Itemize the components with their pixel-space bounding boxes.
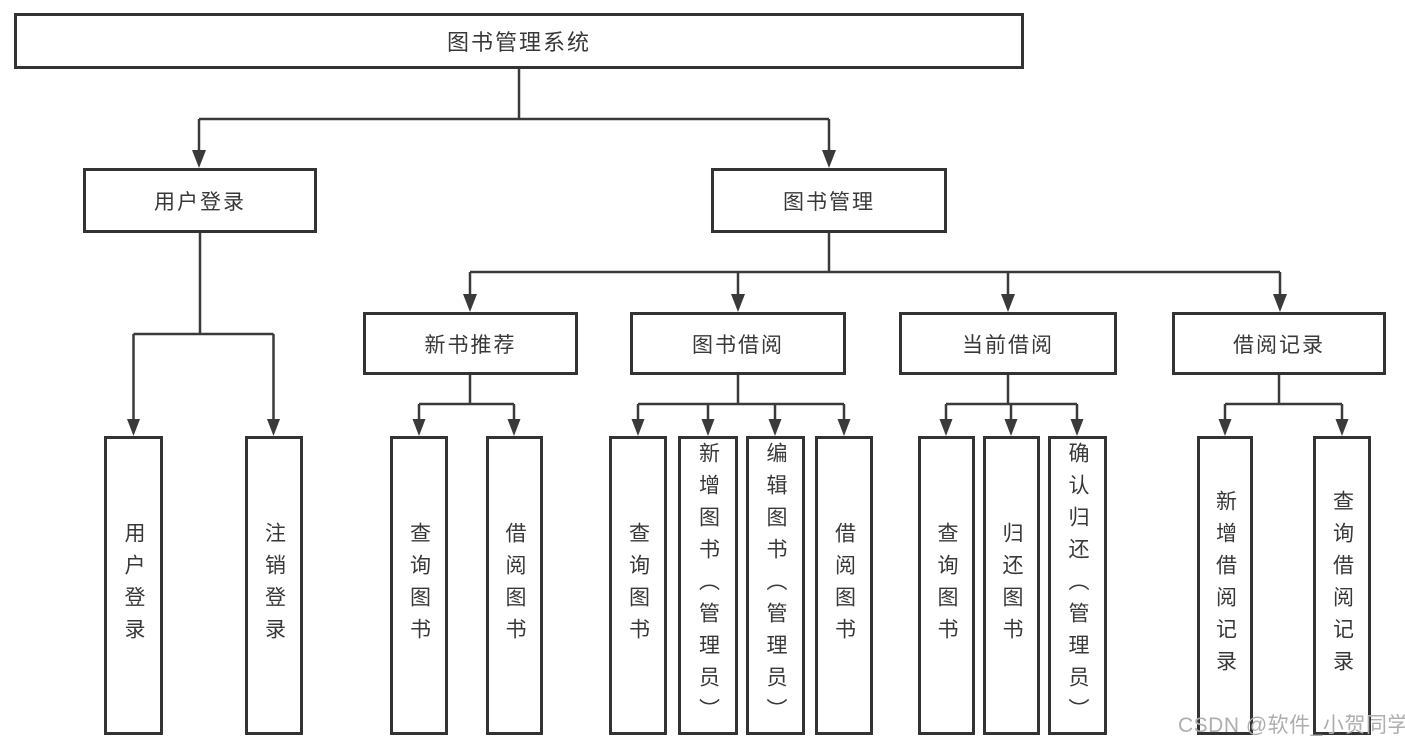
node-book-management: 图书管理 <box>711 168 947 233</box>
leaf-query-books-current: 查询图书 <box>918 436 975 735</box>
node-root-label: 图书管理系统 <box>446 30 591 55</box>
leaf-user-login: 用户登录 <box>104 436 163 735</box>
node-book-borrow: 图书借阅 <box>630 312 846 375</box>
leaf-query-books-borrow: 查询图书 <box>609 436 667 735</box>
node-current-borrow-label: 当前借阅 <box>962 333 1054 357</box>
node-user-login: 用户登录 <box>83 168 317 233</box>
leaf-query-borrow-record: 查询借阅记录 <box>1313 436 1371 735</box>
leaf-confirm-return-admin: 确认归还（管理员） <box>1048 436 1107 735</box>
leaf-add-book-admin: 新增图书（管理员） <box>678 436 738 735</box>
leaf-return-book: 归还图书 <box>983 436 1040 735</box>
leaf-borrow-books: 借阅图书 <box>815 436 873 735</box>
csdn-watermark: CSDN @软件_小贺同学 <box>1178 714 1405 737</box>
node-root-system: 图书管理系统 <box>14 13 1024 69</box>
leaf-borrow-books-recommend: 借阅图书 <box>486 436 543 735</box>
node-borrow-records: 借阅记录 <box>1172 312 1386 375</box>
leaf-query-books-recommend: 查询图书 <box>390 436 448 735</box>
node-book-management-label: 图书管理 <box>783 190 875 214</box>
node-borrow-records-label: 借阅记录 <box>1233 333 1325 357</box>
node-current-borrow: 当前借阅 <box>899 312 1117 375</box>
node-book-borrow-label: 图书借阅 <box>692 333 784 357</box>
node-new-book-recommend: 新书推荐 <box>363 312 578 375</box>
leaf-add-borrow-record: 新增借阅记录 <box>1197 436 1253 735</box>
leaf-logout: 注销登录 <box>245 436 303 735</box>
node-user-login-label: 用户登录 <box>154 190 246 214</box>
leaf-edit-book-admin: 编辑图书（管理员） <box>746 436 805 735</box>
node-new-book-recommend-label: 新书推荐 <box>424 333 517 357</box>
